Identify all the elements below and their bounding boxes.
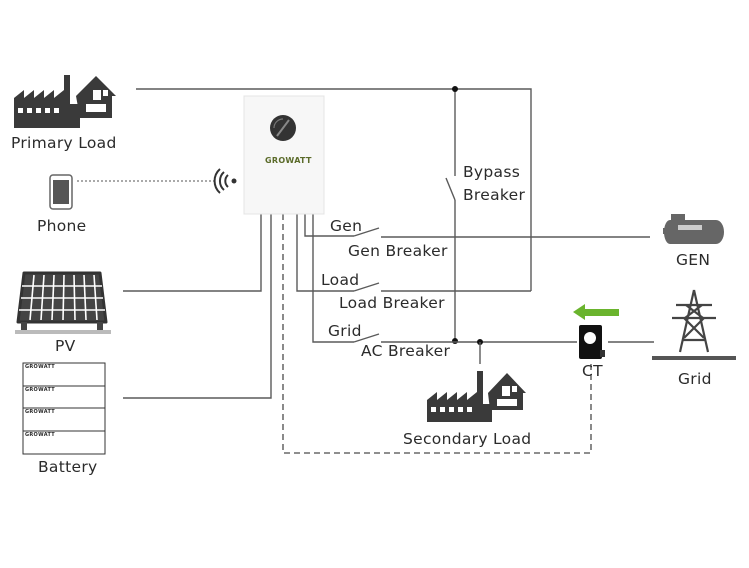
- gen-breaker-switch: [353, 227, 380, 237]
- solar-panel-icon: [15, 271, 111, 334]
- phone-label: Phone: [37, 217, 87, 235]
- bypass-junction-bottom: [452, 338, 458, 344]
- left-arrow-icon: [573, 304, 619, 320]
- secondary-load-label: Secondary Load: [403, 430, 532, 448]
- generator-icon: [663, 214, 724, 244]
- gen-port-label: Gen: [330, 217, 363, 235]
- inverter: [243, 95, 325, 215]
- primary-load-label: Primary Load: [11, 134, 117, 152]
- bypass-breaker-label-line1: Bypass: [463, 163, 521, 181]
- ac-breaker-switch: [353, 333, 380, 343]
- battery-icon: [22, 362, 106, 455]
- battery-module-label: GROWATT: [25, 432, 56, 438]
- pv-label: PV: [55, 337, 76, 355]
- battery-module-label: GROWATT: [25, 387, 56, 393]
- power-tower-icon: [652, 289, 736, 360]
- gen-port-wire: [304, 214, 354, 237]
- gen-breaker-label: Gen Breaker: [348, 242, 448, 260]
- bypass-junction-top: [452, 86, 458, 92]
- battery-module-label: GROWATT: [25, 364, 56, 370]
- pv-wire: [123, 214, 262, 292]
- battery-module-label: GROWATT: [25, 409, 56, 415]
- load-port-wire: [296, 214, 354, 292]
- primary-load-wire: [136, 88, 532, 291]
- grid-port-label: Grid: [328, 322, 362, 340]
- grid-label: Grid: [678, 370, 712, 388]
- load-breaker-switch: [353, 282, 380, 292]
- wifi-icon: [213, 168, 237, 194]
- battery-wire: [123, 214, 272, 399]
- bypass-breaker-switch: [445, 177, 456, 201]
- gen-label: GEN: [676, 251, 711, 269]
- grid-port-wire: [312, 214, 354, 343]
- ct-comm-line: [282, 214, 592, 454]
- ac-breaker-label: AC Breaker: [361, 342, 451, 360]
- factory-icon-primary: [14, 75, 116, 128]
- inverter-brand-label: GROWATT: [265, 156, 312, 165]
- load-port-label: Load: [321, 271, 360, 289]
- bypass-breaker-label-line2: Breaker: [463, 186, 526, 204]
- ct-sensor-icon: [579, 325, 605, 359]
- load-breaker-label: Load Breaker: [339, 294, 445, 312]
- phone-icon: [49, 174, 73, 210]
- ct-label: CT: [582, 362, 603, 380]
- factory-icon-secondary: [427, 371, 526, 422]
- battery-label: Battery: [38, 458, 98, 476]
